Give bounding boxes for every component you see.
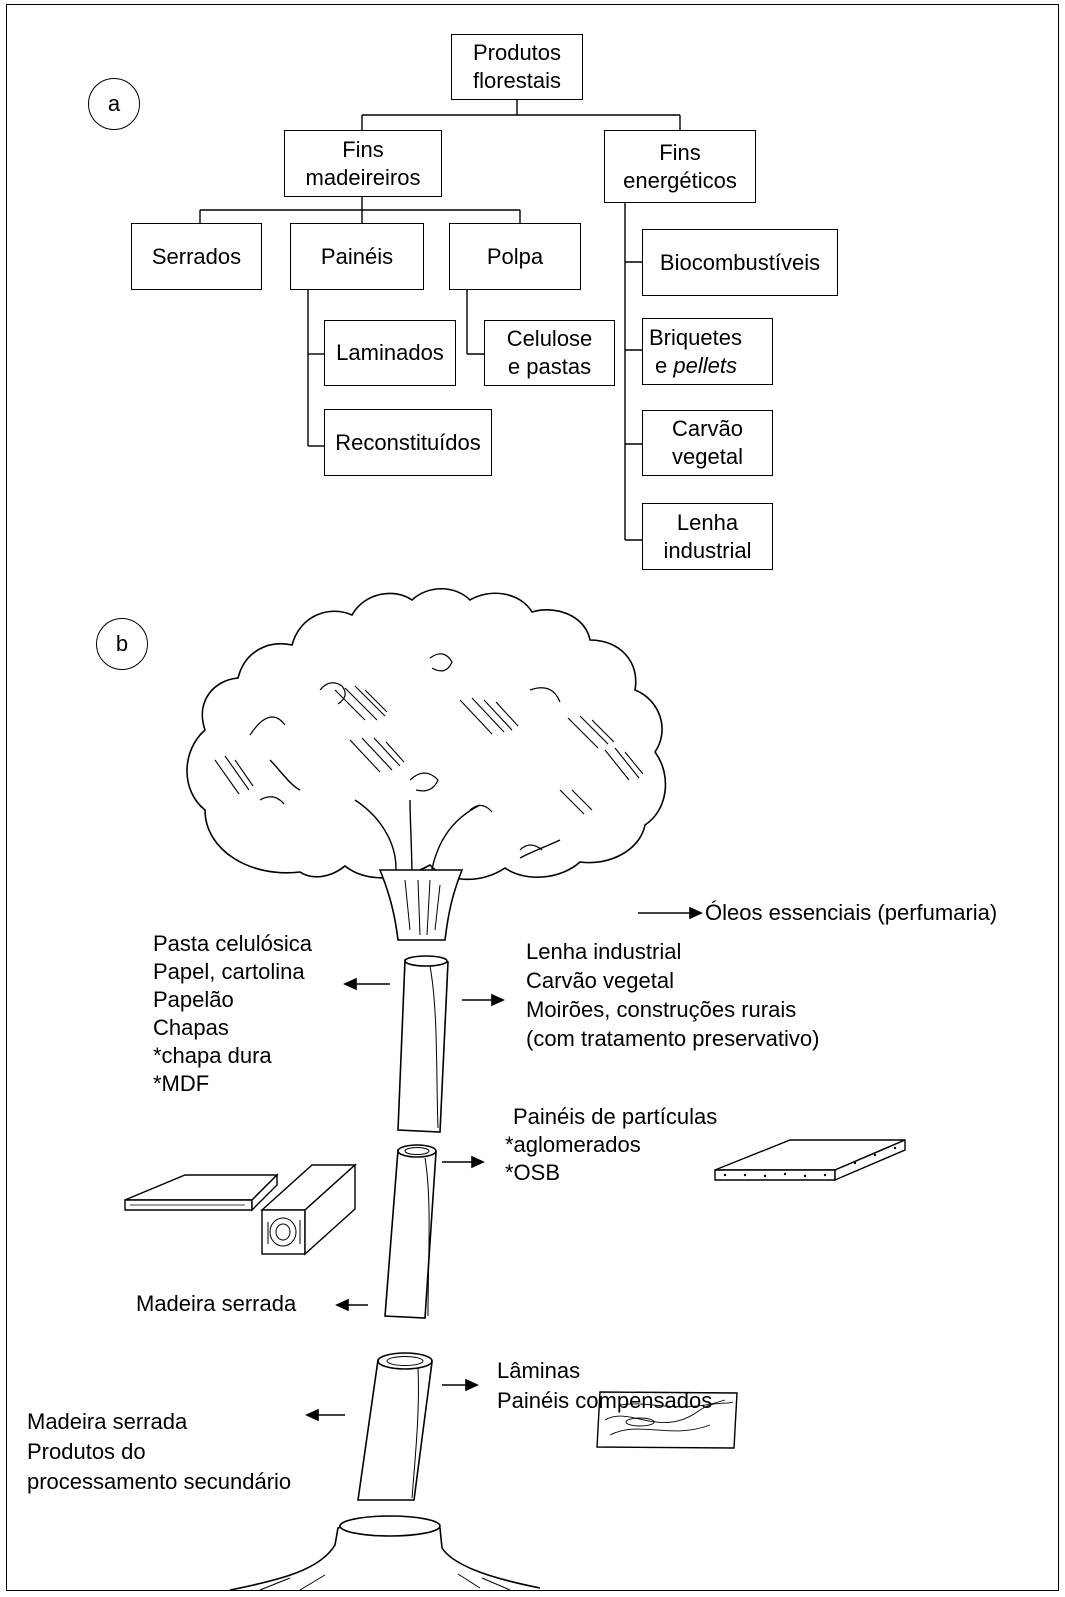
log-segment-middle bbox=[384, 1144, 437, 1319]
badge-b: b bbox=[96, 618, 148, 670]
badge-a: a bbox=[88, 78, 140, 130]
label-line: Madeira serrada bbox=[27, 1409, 188, 1434]
label-low-right-products: Lâminas Painéis compensados bbox=[497, 1356, 712, 1416]
node-lenha-industrial: Lenha industrial bbox=[642, 503, 773, 570]
node-label-line: madeireiros bbox=[305, 164, 421, 190]
node-polpa: Polpa bbox=[449, 223, 581, 290]
node-label-line: e pellets bbox=[643, 352, 737, 380]
node-label: Laminados bbox=[336, 340, 444, 365]
label-line: Óleos essenciais (perfumaria) bbox=[705, 900, 998, 925]
figure-frame bbox=[6, 4, 1059, 1591]
node-label-line: e pastas bbox=[507, 354, 592, 379]
badge-b-label: b bbox=[115, 631, 129, 656]
node-label: Polpa bbox=[486, 243, 544, 269]
label-line: *MDF bbox=[153, 1071, 210, 1096]
crown-shading bbox=[214, 685, 644, 815]
node-label-italic: pellets bbox=[673, 352, 737, 378]
node-label-line: Fins bbox=[659, 139, 701, 165]
node-label: Painéis bbox=[320, 243, 394, 269]
tree-crown-illustration bbox=[186, 588, 667, 941]
oleos-arrow bbox=[638, 906, 703, 920]
label-line: Lâminas bbox=[497, 1358, 581, 1383]
node-label-line: energéticos bbox=[623, 167, 737, 193]
node-label-line: Lenha bbox=[676, 509, 739, 535]
label-line: Produtos do bbox=[27, 1439, 146, 1464]
node-biocombustiveis: Biocombustíveis bbox=[642, 229, 838, 296]
label-top-right-products: Lenha industrial Carvão vegetal Moirões,… bbox=[526, 937, 819, 1053]
label-line: *chapa dura bbox=[153, 1043, 272, 1068]
node-label-line: Briquetes bbox=[649, 324, 742, 350]
log-segment-top bbox=[397, 955, 449, 1133]
label-line: *aglomerados bbox=[505, 1132, 641, 1157]
label-oleos-essenciais: Óleos essenciais (perfumaria) bbox=[705, 899, 997, 927]
beam-illustration bbox=[260, 1163, 357, 1256]
node-label-part: e bbox=[655, 352, 674, 378]
label-line: Papel, cartolina bbox=[153, 959, 305, 984]
label-line: Painéis de partículas bbox=[513, 1104, 718, 1129]
node-carvao-vegetal: Carvão vegetal bbox=[642, 410, 773, 476]
node-label-line: florestais bbox=[472, 68, 562, 93]
tree-connectors bbox=[199, 100, 681, 541]
label-line: (com tratamento preservativo) bbox=[526, 1026, 820, 1051]
node-label: Biocombustíveis bbox=[659, 249, 821, 275]
node-fins-madeireiros: Fins madeireiros bbox=[284, 130, 442, 197]
arrows bbox=[305, 977, 505, 1422]
label-top-left-products: Pasta celulósica Papel, cartolina Papelã… bbox=[153, 930, 312, 1098]
label-low-left-products: Madeira serrada Produtos do processament… bbox=[27, 1407, 291, 1497]
node-label-line: Produtos bbox=[472, 40, 562, 65]
label-line: Madeira serrada bbox=[136, 1291, 297, 1316]
node-label-line: Celulose bbox=[506, 326, 593, 351]
board-illustration bbox=[124, 1173, 279, 1212]
node-serrados: Serrados bbox=[131, 223, 262, 290]
node-paineis: Painéis bbox=[290, 223, 424, 290]
label-line: Carvão vegetal bbox=[526, 968, 674, 993]
veneer-panel-illustration bbox=[596, 1391, 738, 1449]
label-line: *OSB bbox=[505, 1160, 561, 1185]
label-line: Moirões, construções rurais bbox=[526, 997, 797, 1022]
log-segment-bottom bbox=[357, 1352, 433, 1501]
node-label-line: vegetal bbox=[672, 444, 743, 469]
node-reconstituidos: Reconstituídos bbox=[324, 409, 492, 476]
node-briquetes-pellets: Briquetes e pellets bbox=[642, 318, 773, 385]
label-madeira-serrada-mid: Madeira serrada bbox=[136, 1290, 296, 1318]
node-fins-energeticos: Fins energéticos bbox=[604, 130, 756, 203]
node-produtos-florestais: Produtos florestais bbox=[451, 34, 583, 100]
label-line: Chapas bbox=[153, 1015, 229, 1040]
stump-illustration bbox=[229, 1515, 541, 1591]
label-mid-right-products: Painéis de partículas *aglomerados *OSB bbox=[505, 1103, 717, 1187]
label-line: Lenha industrial bbox=[526, 939, 682, 964]
node-label: Serrados bbox=[151, 243, 242, 269]
node-celulose-pastas: Celulose e pastas bbox=[484, 320, 615, 386]
particle-board-illustration bbox=[714, 1138, 906, 1182]
node-laminados: Laminados bbox=[324, 320, 456, 386]
label-line: Painéis compensados bbox=[497, 1388, 713, 1413]
node-label-line: industrial bbox=[663, 537, 752, 563]
node-label-line: Fins bbox=[342, 136, 384, 162]
label-line: processamento secundário bbox=[27, 1469, 292, 1494]
node-label: Reconstituídos bbox=[335, 429, 481, 455]
label-line: Pasta celulósica bbox=[153, 931, 312, 956]
node-label-line: Carvão bbox=[672, 416, 743, 441]
label-line: Papelão bbox=[153, 987, 234, 1012]
badge-a-label: a bbox=[107, 91, 121, 116]
